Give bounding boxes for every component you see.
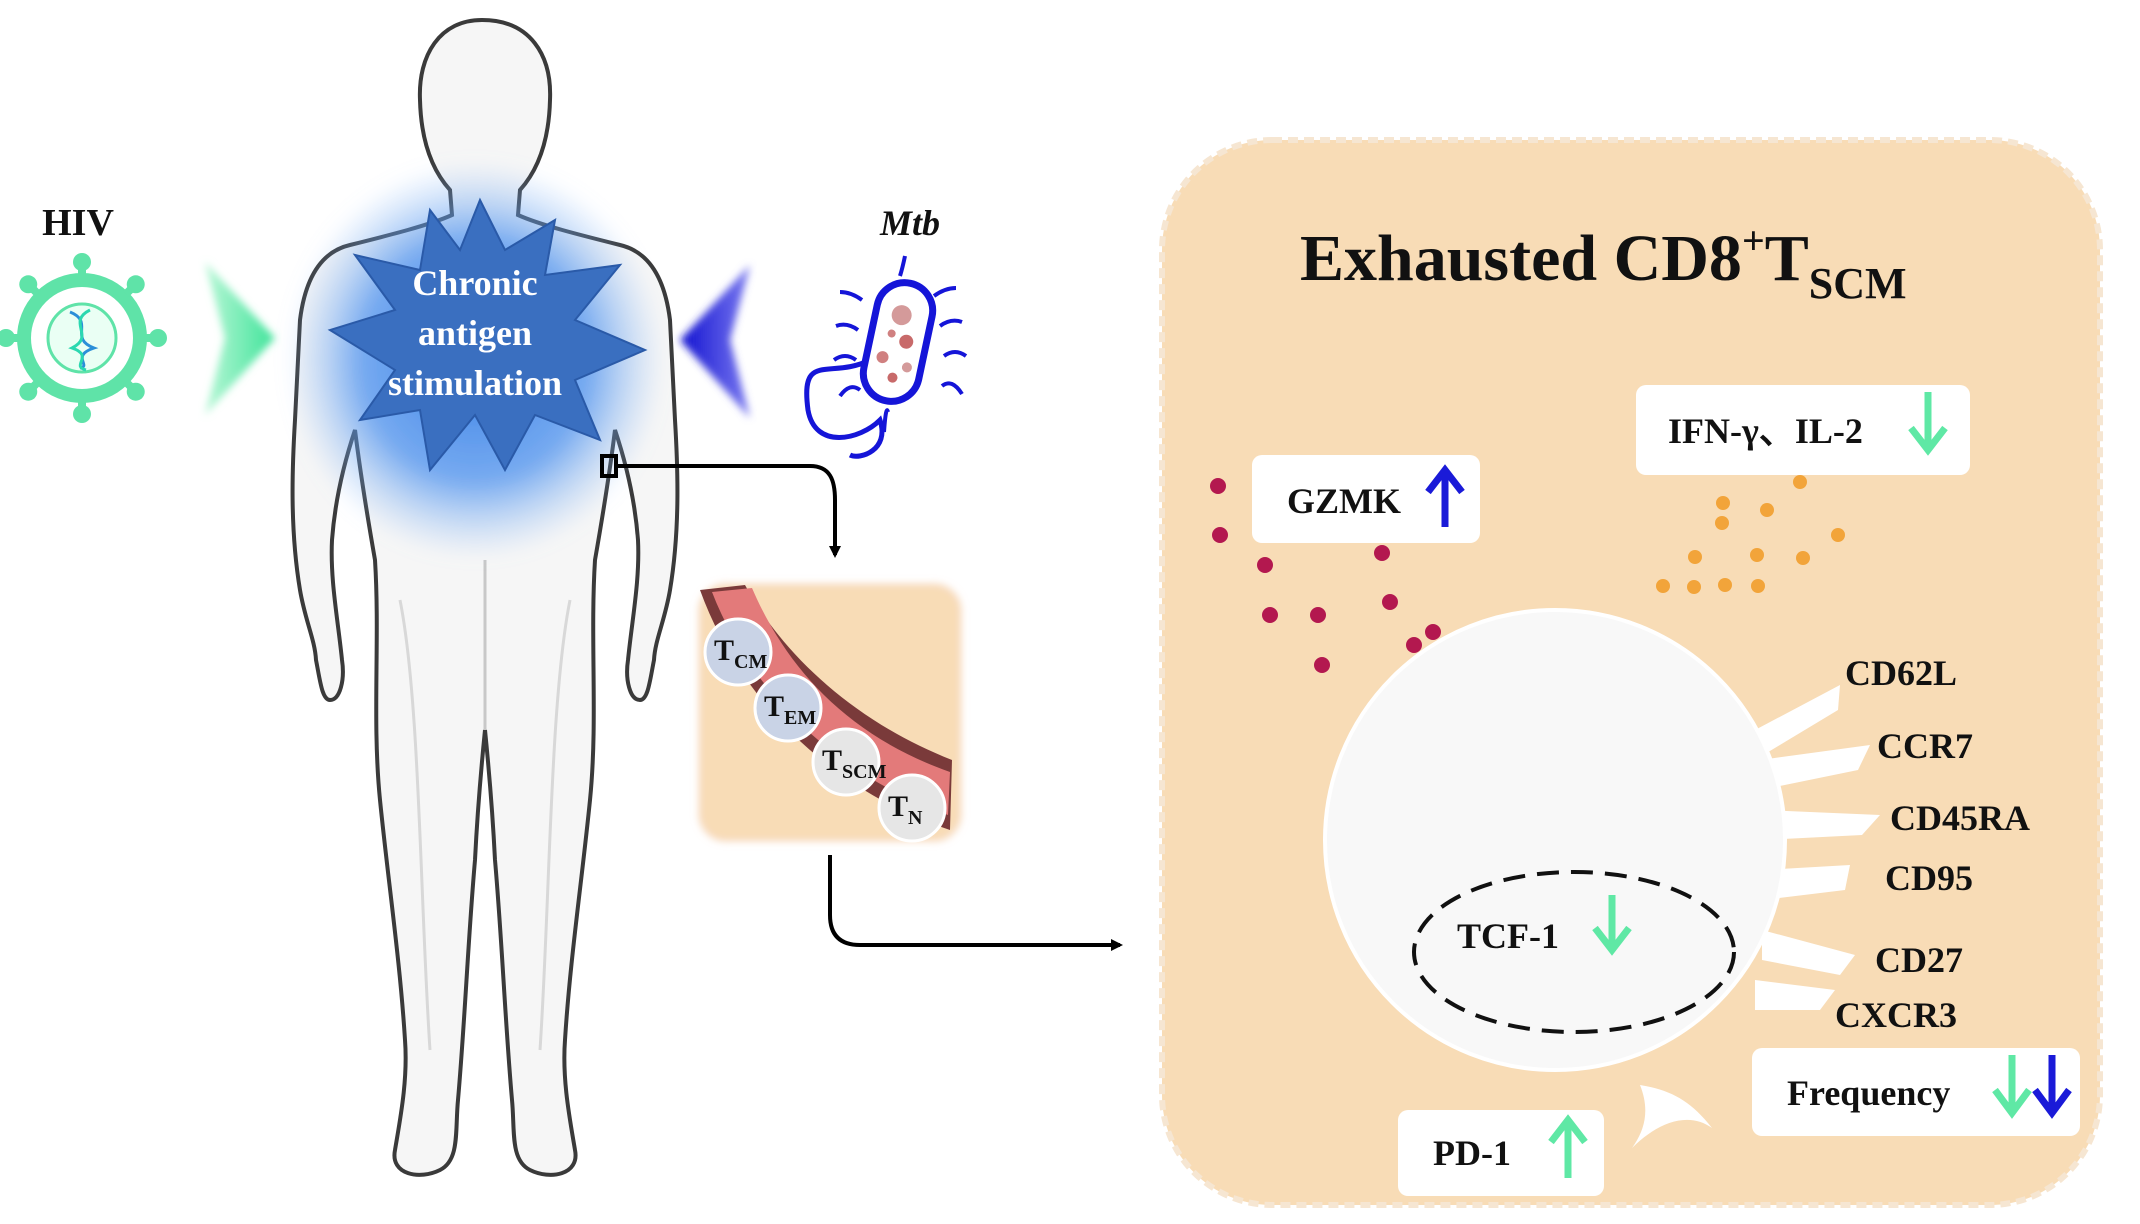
marker-cd95: CD95 bbox=[1885, 858, 1973, 898]
receptor-wedge bbox=[1755, 980, 1835, 1010]
receptor-wedge bbox=[1762, 810, 1880, 840]
frequency-down-arrow-green bbox=[1992, 1055, 2032, 1119]
chronic-label-3: stimulation bbox=[388, 363, 562, 403]
ifn-il2-label: IFN-γ、IL-2 bbox=[1668, 411, 1863, 451]
gzmk-up-arrow bbox=[1425, 464, 1465, 527]
chronic-antigen-burst bbox=[327, 197, 648, 473]
gzmk-dot bbox=[1425, 624, 1441, 640]
marker-ccr7: CCR7 bbox=[1877, 726, 1973, 766]
panel-title: Exhausted CD8+TSCM bbox=[1300, 218, 1907, 308]
receptor-wedge bbox=[1762, 930, 1855, 975]
gzmk-granules bbox=[1210, 478, 1441, 673]
hiv-virus-icon bbox=[0, 253, 167, 423]
cytokine-dot bbox=[1831, 528, 1845, 542]
connector-arrow-down bbox=[616, 464, 841, 558]
gzmk-label: GZMK bbox=[1287, 481, 1401, 521]
pd1-receptor bbox=[1632, 1085, 1712, 1148]
cytokine-dot bbox=[1715, 516, 1729, 530]
pd1-box bbox=[1398, 1110, 1604, 1196]
pd1-label: PD-1 bbox=[1433, 1133, 1511, 1173]
gzmk-dot bbox=[1314, 657, 1330, 673]
svg-text:TN: TN bbox=[888, 790, 923, 829]
cytokine-dot bbox=[1793, 475, 1807, 489]
marker-cd62l: CD62L bbox=[1845, 653, 1957, 693]
marker-cxcr3: CXCR3 bbox=[1835, 995, 1957, 1035]
tcf1-down-arrow bbox=[1592, 895, 1632, 956]
cytokine-dot bbox=[1687, 580, 1701, 594]
gzmk-dot bbox=[1210, 478, 1226, 494]
gzmk-dot bbox=[1382, 594, 1398, 610]
surface-receptors bbox=[1755, 685, 1880, 1010]
svg-text:TSCM: TSCM bbox=[822, 744, 887, 783]
subset-cell-scm: TSCM bbox=[811, 727, 887, 797]
cytokine-dot bbox=[1718, 578, 1732, 592]
cytokine-dot bbox=[1796, 551, 1810, 565]
receptor-wedge bbox=[1755, 685, 1840, 760]
ifn-il2-box bbox=[1636, 385, 1970, 475]
chronic-label-1: Chronic bbox=[412, 263, 537, 303]
mtb-bacterium-icon bbox=[804, 255, 968, 459]
gzmk-dot bbox=[1212, 527, 1228, 543]
cytokine-dot bbox=[1688, 550, 1702, 564]
frequency-label: Frequency bbox=[1787, 1073, 1950, 1113]
svg-text:TCM: TCM bbox=[714, 634, 767, 673]
connector-arrow-right bbox=[828, 855, 1123, 951]
mtb-direction-triangle bbox=[680, 265, 750, 418]
gzmk-dot bbox=[1406, 637, 1422, 653]
gzmk-dot bbox=[1257, 557, 1273, 573]
gzmk-dot bbox=[1374, 545, 1390, 561]
hiv-label: HIV bbox=[42, 202, 114, 244]
svg-text:TEM: TEM bbox=[764, 690, 816, 729]
gzmk-dot bbox=[1310, 607, 1326, 623]
cytokine-dot bbox=[1750, 548, 1764, 562]
pd1-up-arrow bbox=[1548, 1114, 1588, 1178]
gzmk-dot bbox=[1262, 607, 1278, 623]
cytokine-dot bbox=[1656, 579, 1670, 593]
frequency-down-arrow-blue bbox=[2032, 1055, 2072, 1119]
cytokine-granules bbox=[1656, 475, 1845, 594]
subset-cell-cm: TCM bbox=[703, 617, 773, 687]
chronic-label-2: antigen bbox=[418, 313, 532, 353]
marker-cd45ra: CD45RA bbox=[1890, 798, 2030, 838]
tscm-cell bbox=[1323, 608, 1787, 1072]
cytokine-dot bbox=[1760, 503, 1774, 517]
ifn-down-arrow bbox=[1908, 392, 1948, 456]
mtb-label: Mtb bbox=[879, 203, 940, 243]
nucleus-outline bbox=[1412, 870, 1736, 1034]
hiv-direction-triangle bbox=[205, 262, 275, 415]
cytokine-dot bbox=[1716, 496, 1730, 510]
gzmk-box bbox=[1252, 455, 1480, 543]
cytokine-dot bbox=[1751, 579, 1765, 593]
receptor-wedge bbox=[1760, 745, 1870, 790]
subset-cell-n: TN bbox=[877, 773, 947, 843]
frequency-box bbox=[1752, 1048, 2080, 1136]
tcf1-label: TCF-1 bbox=[1457, 916, 1559, 956]
subset-cell-em: TEM bbox=[753, 673, 823, 743]
marker-cd27: CD27 bbox=[1875, 940, 1963, 980]
